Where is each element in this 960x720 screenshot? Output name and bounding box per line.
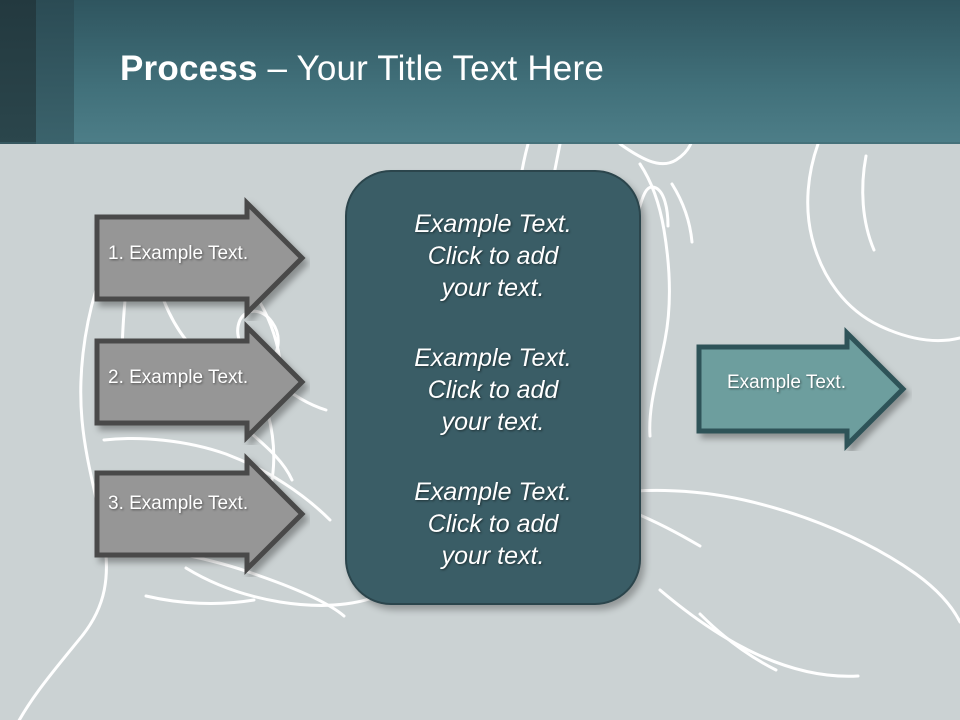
slide-header: Process – Your Title Text Here <box>0 0 960 144</box>
slide-title: Process – Your Title Text Here <box>120 48 920 90</box>
step-arrow-1-shape <box>94 196 306 320</box>
center-content-panel[interactable]: Example Text. Click to add your text. Ex… <box>345 170 641 605</box>
step-arrow-3-shape <box>94 452 306 576</box>
result-arrow[interactable] <box>692 326 912 451</box>
panel-text-block-3: Example Text. Click to add your text. <box>414 478 572 570</box>
slide-title-rest: – Your Title Text Here <box>257 49 604 88</box>
panel-text-block-1: Example Text. Click to add your text. <box>414 210 572 302</box>
result-arrow-shape <box>696 326 907 451</box>
step-arrow-2[interactable] <box>90 320 310 445</box>
header-accent-band-dark <box>0 0 36 144</box>
step-arrow-2-shape <box>94 320 306 444</box>
step-arrow-3[interactable] <box>90 452 310 577</box>
step-arrow-1[interactable] <box>90 196 310 321</box>
slide-title-strong: Process <box>120 49 258 88</box>
header-bottom-rule <box>0 142 960 144</box>
panel-text-block-2: Example Text. Click to add your text. <box>414 344 572 436</box>
header-accent-band-mid <box>36 0 74 144</box>
